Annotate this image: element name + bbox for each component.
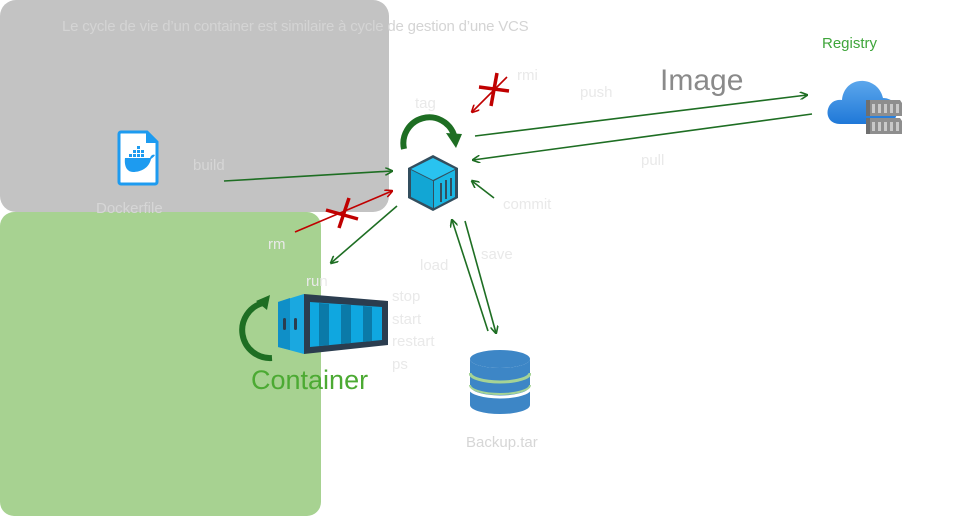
command-start: start — [392, 310, 422, 328]
build-arrow — [223, 171, 392, 182]
arrows-layer — [223, 72, 813, 362]
pull-label: pull — [641, 152, 665, 169]
save-label: save — [481, 246, 513, 263]
load-arrow — [452, 220, 489, 332]
push-arrow — [474, 95, 807, 137]
docker-file-icon — [117, 130, 159, 186]
pull-arrow — [473, 113, 813, 160]
commit-arrow — [472, 181, 495, 199]
container-commands-list: stop start restart ps — [392, 286, 435, 376]
command-stop: stop — [392, 288, 421, 305]
save-arrow — [464, 220, 496, 333]
commit-label: commit — [503, 196, 552, 213]
push-label: push — [580, 84, 613, 101]
command-restart: restart — [392, 333, 435, 350]
rmi-cross-icon — [478, 72, 510, 107]
cloud-registry-icon — [827, 80, 902, 134]
tag-cycle-icon — [400, 114, 462, 150]
image-region-label: Image — [660, 64, 744, 97]
container-region — [0, 212, 321, 516]
rmi-label: rmi — [517, 67, 538, 84]
image-region — [0, 0, 389, 212]
build-label: build — [193, 157, 225, 174]
tag-label: tag — [415, 95, 436, 112]
run-label: run — [306, 273, 328, 290]
backup-label: Backup.tar — [466, 434, 538, 451]
run-arrow — [331, 205, 398, 263]
run-cycle-icon — [239, 295, 273, 362]
image-cube-icon — [408, 155, 458, 211]
container-region-label: Container — [251, 365, 369, 395]
command-ps: ps — [392, 355, 408, 373]
database-icon — [469, 350, 531, 414]
rm-label: rm — [268, 236, 286, 253]
registry-label: Registry — [822, 35, 878, 52]
shipping-container-icon — [278, 294, 388, 354]
load-label: load — [420, 257, 449, 274]
diagram-title: Le cycle de vie d’un container est simil… — [62, 18, 529, 35]
rm-cross-icon — [325, 197, 359, 229]
dockerfile-label: Dockerfile — [96, 200, 163, 217]
rmi-arrow — [472, 76, 508, 112]
